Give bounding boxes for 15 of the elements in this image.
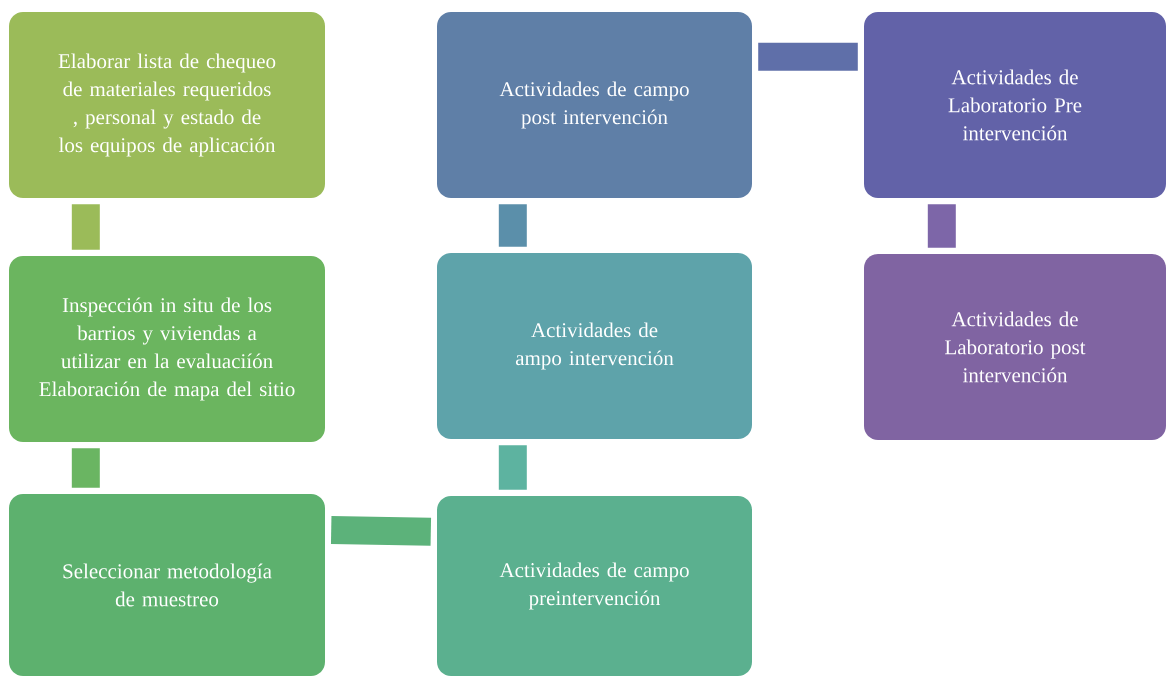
process-box: Actividades de Laboratorio Pre intervención [864,12,1166,198]
process-box: Actividades de campo post intervención [437,12,752,198]
process-box: Actividades de campo preintervención [437,496,752,676]
connector-bar [498,445,527,490]
connector-bar [71,448,100,488]
connector-bar [330,515,432,546]
process-box: Elaborar lista de chequeo de materiales requeridos , personal y estado de los equipos de aplicación [9,12,325,198]
connector-bar [927,204,956,248]
connector-bar [71,204,100,250]
process-box: Actividades de Laboratorio post intervención [864,254,1166,440]
process-box: Actividades de ampo intervención [437,253,752,439]
process-box: Inspección in situ de los barrios y viviendas a utilizar en la evaluaciíón Elaboración de mapa del sitio [9,256,325,442]
connector-bar [498,204,527,247]
process-box: Seleccionar metodología de muestreo [9,494,325,676]
connector-bar [758,42,858,71]
